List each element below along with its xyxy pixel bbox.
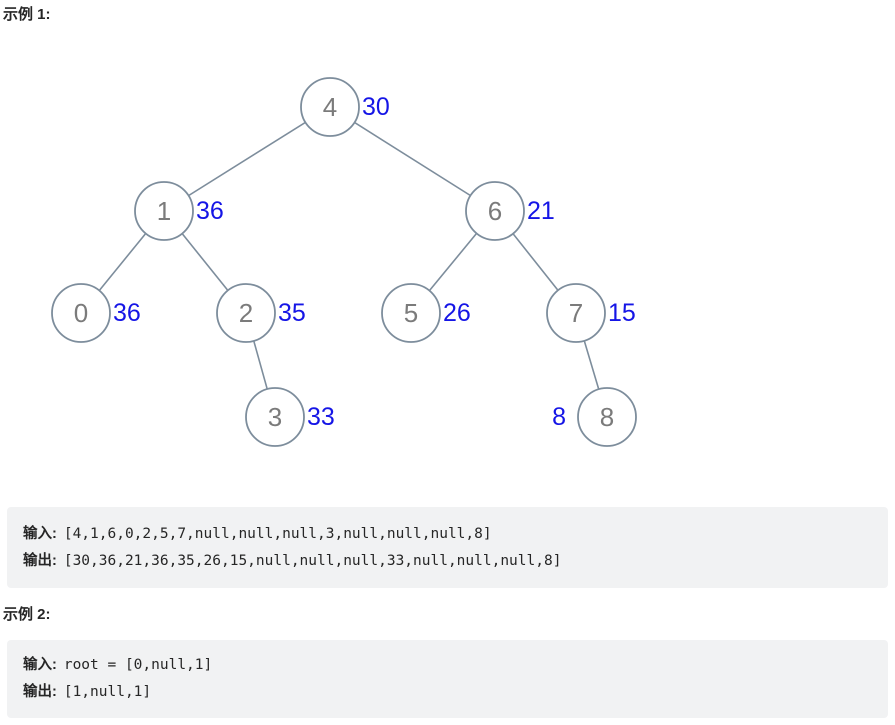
node-value: 4 — [323, 92, 337, 122]
node-annotation: 8 — [552, 403, 566, 431]
node-circle — [465, 181, 525, 241]
node-annotation: 35 — [278, 299, 306, 327]
edge-4-1 — [163, 106, 331, 212]
output-value: [1,null,1] — [63, 684, 152, 700]
node-value: 3 — [268, 402, 282, 432]
tree-node-6: 6 21 — [465, 181, 555, 241]
example-1-heading: 示例 1: — [3, 6, 51, 23]
node-annotation: 36 — [196, 197, 224, 225]
output-label: 输出: — [23, 684, 57, 700]
node-circle — [381, 283, 441, 343]
node-circle — [245, 387, 305, 447]
node-value: 5 — [404, 298, 418, 328]
node-value: 2 — [239, 298, 253, 328]
example-2-input-line: 输入: root = [0,null,1] — [23, 652, 888, 679]
node-circle — [216, 283, 276, 343]
input-value: root = [0,null,1] — [63, 657, 213, 673]
node-circle — [546, 283, 606, 343]
node-circle — [51, 283, 111, 343]
tree-edges — [80, 106, 608, 418]
node-annotation: 26 — [443, 299, 471, 327]
tree-node-7: 7 15 — [546, 283, 636, 343]
example-1-output-line: 输出: [30,36,21,36,35,26,15,null,null,null,… — [23, 548, 888, 575]
edge-4-6 — [329, 106, 496, 212]
node-value: 0 — [74, 298, 88, 328]
node-annotation: 36 — [113, 299, 141, 327]
node-annotation: 33 — [307, 403, 335, 431]
input-label: 输入: — [23, 657, 57, 673]
tree-node-3: 3 33 — [245, 387, 335, 447]
node-circle — [300, 77, 360, 137]
input-value: [4,1,6,0,2,5,7,null,null,null,3,null,nul… — [63, 525, 492, 542]
output-label: 输出: — [23, 552, 57, 569]
node-value: 1 — [157, 196, 171, 226]
tree-node-5: 5 26 — [381, 283, 471, 343]
tree-node-1: 1 36 — [134, 181, 224, 241]
example-1-input-line: 输入: [4,1,6,0,2,5,7,null,null,null,3,null,… — [23, 521, 888, 548]
tree-node-2: 2 35 — [216, 283, 306, 343]
node-value: 8 — [600, 402, 614, 432]
example-2-output-line: 输出: [1,null,1] — [23, 679, 888, 706]
node-value: 7 — [569, 298, 583, 328]
binary-tree-diagram: 4 30 1 36 6 21 0 36 2 35 — [51, 77, 637, 447]
tree-node-0: 0 36 — [51, 283, 141, 343]
node-value: 6 — [488, 196, 502, 226]
node-annotation: 21 — [527, 197, 555, 225]
example-1-io-block: 输入: [4,1,6,0,2,5,7,null,null,null,3,null,… — [7, 507, 888, 588]
node-circle — [134, 181, 194, 241]
node-annotation: 15 — [608, 299, 636, 327]
example-2-io-block: 输入: root = [0,null,1] 输出: [1,null,1] — [7, 640, 888, 718]
example-2-heading: 示例 2: — [3, 606, 51, 623]
node-circle — [577, 387, 637, 447]
node-annotation: 30 — [362, 93, 390, 121]
output-value: [30,36,21,36,35,26,15,null,null,null,33,… — [63, 552, 562, 569]
tree-node-8: 8 8 — [552, 387, 637, 447]
input-label: 输入: — [23, 525, 57, 542]
tree-node-4: 4 30 — [300, 77, 390, 137]
